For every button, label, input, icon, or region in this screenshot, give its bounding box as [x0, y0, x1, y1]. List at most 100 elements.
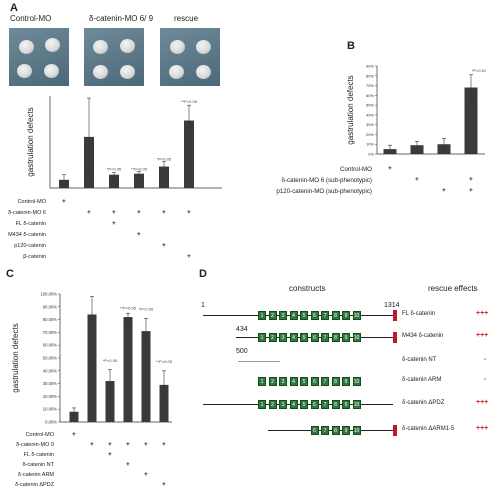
- chart-a: gastrulation defects*P<0.05**P<0.05*P<0.…: [26, 96, 222, 189]
- arm-repeat-box: 8: [331, 426, 340, 435]
- y-tick-label: 50%: [366, 103, 374, 108]
- condition-label: δ-catenin-MO 9: [16, 442, 54, 448]
- condition-label: FL δ-catenin: [23, 452, 54, 458]
- y-tick-label: 100.00%: [40, 292, 57, 297]
- condition-label: p120-catenin: [14, 243, 46, 249]
- pdz-domain: [393, 332, 397, 343]
- plus-mark: +: [137, 209, 141, 216]
- p-value-annotation: *P<0.01: [472, 68, 487, 73]
- condition-label: FL δ-catenin: [15, 221, 46, 227]
- y-tick-label: 10.00%: [43, 407, 57, 412]
- image-label-control: Control-MO: [10, 14, 52, 23]
- arm-repeat-box: 7: [321, 333, 329, 342]
- arm-repeat-box: 8: [331, 333, 340, 342]
- y-axis-label: gastrulation defects: [26, 107, 35, 176]
- p-value-annotation: **P<0.05: [156, 359, 173, 364]
- p-value-annotation: **P<0.05: [131, 167, 148, 172]
- arm-repeat-box: 3: [279, 333, 287, 342]
- rescue-effect: +++: [476, 310, 489, 317]
- plus-mark: +: [144, 441, 148, 448]
- panel-label-c: C: [6, 268, 14, 280]
- plus-mark: +: [108, 451, 112, 458]
- condition-label: Control-MO: [340, 166, 372, 173]
- condition-label: Control-MO: [25, 432, 54, 438]
- arm-repeat-box: 5: [300, 400, 308, 409]
- embryo: [170, 40, 185, 54]
- arm-repeat-box: 3: [279, 311, 287, 320]
- arm-repeat-box: 1: [258, 311, 266, 320]
- arm-repeat-box: 1: [258, 400, 266, 409]
- arm-repeat-box: 10: [352, 426, 361, 435]
- plus-mark: +: [415, 176, 419, 183]
- condition-label: δ-catenin ΔPDZ: [15, 482, 54, 488]
- arm-repeat-box: 4: [289, 311, 298, 320]
- y-tick-label: 20.00%: [43, 394, 57, 399]
- y-tick-label: 10%: [366, 142, 374, 147]
- y-axis-label: gastrulation defects: [11, 323, 20, 392]
- arm-repeat-box: 6: [310, 426, 319, 435]
- arm-repeat-box: 2: [268, 311, 277, 320]
- p-value-annotation: **P<0.05: [120, 305, 137, 310]
- arm-repeat-box: 8: [331, 311, 340, 320]
- embryo: [44, 64, 59, 78]
- condition-label: δ-catenin ARM: [17, 472, 54, 478]
- plus-mark: +: [126, 461, 130, 468]
- embryo: [19, 40, 34, 54]
- y-tick-label: 90.00%: [43, 304, 57, 309]
- position-434: 434: [236, 326, 248, 333]
- condition-label: Control-MO: [17, 199, 46, 205]
- position-500: 500: [236, 348, 248, 355]
- bar: [69, 411, 79, 422]
- position-start: 1: [201, 302, 205, 309]
- plus-mark: +: [126, 441, 130, 448]
- plus-mark: +: [162, 242, 166, 249]
- rescue-effect: +++: [476, 332, 489, 339]
- image-label-rescue: rescue: [174, 14, 199, 23]
- plus-mark: +: [162, 441, 166, 448]
- p-value-annotation: *P<0.05: [103, 358, 118, 363]
- embryo: [17, 64, 32, 78]
- embryo: [196, 40, 211, 54]
- micrograph-control: [9, 28, 69, 86]
- plus-mark: +: [137, 231, 141, 238]
- plus-mark: +: [162, 209, 166, 216]
- arm-repeat-box: 2: [268, 400, 277, 409]
- plus-mark: +: [187, 209, 191, 216]
- chart-c: 0.00%10.00%20.00%30.00%40.00%50.00%60.00…: [11, 292, 173, 425]
- y-tick-label: 40.00%: [43, 368, 57, 373]
- y-tick-label: 60%: [366, 93, 374, 98]
- arm-repeat-box: 10: [352, 377, 361, 386]
- condition-label: M434 δ-catenin: [8, 232, 46, 238]
- arm-repeat-box: 7: [321, 311, 329, 320]
- arm-repeat-box: 6: [310, 333, 319, 342]
- micrograph-rescue: [160, 28, 220, 86]
- y-tick-label: 70.00%: [43, 330, 57, 335]
- embryo: [169, 65, 184, 79]
- condition-label: δ-catenin-MO 6: [8, 210, 46, 216]
- embryo: [93, 40, 108, 54]
- y-tick-label: 80.00%: [43, 317, 57, 322]
- plus-mark: +: [469, 176, 473, 183]
- bar: [123, 317, 133, 422]
- plus-mark: +: [388, 165, 392, 172]
- plus-mark: +: [90, 441, 94, 448]
- y-axis-label: gastrulation defects: [346, 75, 355, 144]
- arm-repeat-box: 5: [300, 311, 308, 320]
- arm-repeat-box: 6: [310, 377, 319, 386]
- embryo: [120, 65, 135, 79]
- bar: [141, 331, 151, 422]
- construct-name: δ-catenin ΔPDZ: [402, 400, 445, 406]
- arm-repeat-box: 1: [258, 377, 266, 386]
- bar: [464, 87, 478, 154]
- arm-repeat-box: 4: [289, 377, 298, 386]
- panel-label-a: A: [10, 2, 18, 14]
- bar: [105, 381, 115, 422]
- arm-repeat-box: 5: [300, 333, 308, 342]
- arm-repeat-box: 4: [289, 333, 298, 342]
- condition-label: p120-catenin-MO (sub-phenotypic): [276, 188, 372, 195]
- arm-repeat-box: 10: [352, 333, 361, 342]
- plus-mark: +: [162, 481, 166, 488]
- construct-name: δ-catenin NT: [402, 357, 437, 363]
- embryo: [120, 39, 135, 53]
- arm-repeat-box: 4: [289, 400, 298, 409]
